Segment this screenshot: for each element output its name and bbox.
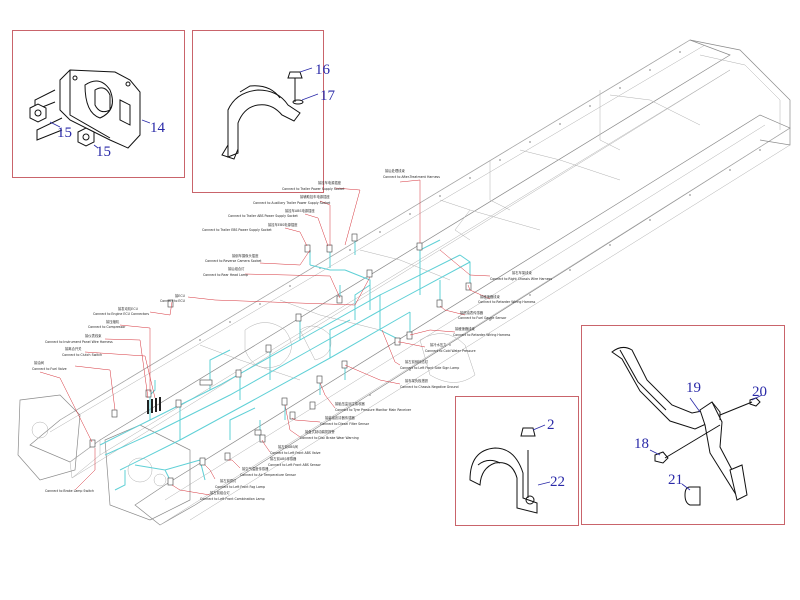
label-cn-10: 接离合开关 xyxy=(65,346,82,351)
ecu-connector-bundle xyxy=(147,397,161,414)
detail-box-clamp-2-22 xyxy=(455,396,579,526)
label-en-11: Connect to Fuel Valve xyxy=(32,367,67,371)
label-en-18: Connect to Cold Water Pressure xyxy=(425,349,476,353)
detail-box-pipe-bracket xyxy=(581,325,785,525)
label-cn-24: 接左前ABS阀 xyxy=(278,444,298,449)
nut-15b xyxy=(77,127,99,149)
label-cn-14: 接右车架线束 xyxy=(512,270,532,275)
label-en-13: Connect to After-Treatment Harness xyxy=(383,175,440,179)
label-en-26: Connect to Air Temperature Sensor xyxy=(240,473,297,477)
label-en-10: Connect to Clutch Switch xyxy=(62,353,102,357)
callout-14: 14 xyxy=(150,120,166,136)
label-en-24: Connect to Left Front ABS Valve xyxy=(270,451,320,455)
callout-21: 21 xyxy=(668,472,683,488)
callout-22: 22 xyxy=(550,474,565,490)
label-cn-8: 接压缩机 xyxy=(106,319,120,324)
callout-18: 18 xyxy=(634,436,649,452)
label-en-9: Connect to Instrument Panel Wire Harness xyxy=(45,340,113,344)
label-cn-2: 接挂车ABS电源插座 xyxy=(285,208,315,213)
label-en-6: Connect to ECU xyxy=(160,299,186,303)
callout-16: 16 xyxy=(315,62,331,78)
label-en-15: Connect to Retarder Wiring Harness xyxy=(478,300,536,304)
label-cn-18: 接冷水压力 xyxy=(430,342,446,347)
nut-15a xyxy=(29,103,61,128)
label-en-2: Connect to Trailer ABS Power Supply Sock… xyxy=(228,214,298,218)
label-en-16: Connect to Fuel Gauge Sensor xyxy=(458,316,507,320)
label-en-5: Connect to Rear Head Lamp xyxy=(203,273,248,277)
label-en-25: Connect to Left Front ABS Sensor xyxy=(268,463,321,467)
connector-labels: 接挂车电源插座 Connect to Trailer Power Supply … xyxy=(32,168,552,501)
label-cn-17: 接缓速器线束 xyxy=(455,326,475,331)
leader-lines xyxy=(39,179,491,496)
label-cn-23: 接盘式制动磨损报警 xyxy=(305,429,335,434)
label-cn-1: 接辅助挂车电源插座 xyxy=(300,194,330,199)
detail-bracket-14 xyxy=(34,69,151,149)
label-cn-0: 接挂车电源插座 xyxy=(318,180,342,185)
callout-15b: 15 xyxy=(96,144,111,160)
label-en-12: Connect to Brake Lamp Switch xyxy=(45,489,94,493)
label-cn-7: 接发动机ECU xyxy=(118,306,139,311)
label-cn-21: 接胎压监测主接收器 xyxy=(335,401,365,406)
label-en-7: Connect to Engine ECU Connectors xyxy=(93,312,149,316)
label-en-21: Connect to Tyre Pressure Monitor Main Re… xyxy=(335,408,412,412)
label-en-17: Connect to Retarder Wiring Harness xyxy=(453,333,511,337)
label-cn-13: 接后处理线束 xyxy=(385,168,405,173)
detail-box-clamp-16-17 xyxy=(192,30,324,193)
connectors xyxy=(89,233,472,486)
label-cn-9: 接仪表线束 xyxy=(85,333,102,338)
detail-box-bracket xyxy=(12,30,185,178)
callout-20: 20 xyxy=(752,384,767,400)
label-cn-26: 接空气温度传感器 xyxy=(242,466,269,471)
label-cn-6: 接ECU xyxy=(175,293,186,298)
label-cn-27: 接左前雾灯 xyxy=(220,478,237,483)
callout-19: 19 xyxy=(686,380,701,396)
label-cn-16: 接燃油表传感器 xyxy=(460,310,484,315)
callout-2: 2 xyxy=(547,417,555,433)
callout-15a: 15 xyxy=(57,125,72,141)
detail-pipe-bracket xyxy=(611,346,763,506)
label-en-19: Connect to Left Front Side Sign Lamp xyxy=(400,366,459,370)
label-cn-15: 接缓速器线束 xyxy=(480,294,500,299)
label-en-27: Connect to Left Front Fog Lamp xyxy=(215,485,265,489)
detail-clamp-2-22 xyxy=(469,424,551,514)
label-en-20: Connect to Chassis Negative Ground xyxy=(400,385,459,389)
label-cn-28: 接左前组合灯 xyxy=(210,490,230,495)
label-cn-11: 接油阀 xyxy=(34,360,44,365)
label-en-22: Connect to Diesel Filter Sensor xyxy=(320,422,370,426)
label-cn-19: 接左前侧标志灯 xyxy=(405,359,429,364)
label-cn-4: 接倒车摄像头插座 xyxy=(232,253,259,258)
label-en-28: Connect to Left Front Combination Lamp xyxy=(200,497,265,501)
label-cn-20: 接车架负极搭铁 xyxy=(405,378,429,383)
label-en-8: Connect to Compressor xyxy=(88,325,126,329)
label-cn-25: 接左前ABS传感器 xyxy=(270,456,297,461)
label-en-1: Connect to Auxiliary Trailer Power Suppl… xyxy=(253,201,331,205)
label-cn-22: 接柴油滤清器传感器 xyxy=(325,415,355,420)
label-cn-3: 接挂车EBS电源插座 xyxy=(268,222,298,227)
label-en-23: Connect to Disc Brake Wear Warning xyxy=(300,436,359,440)
label-en-14: Connect to Right Chassis Wire Harness xyxy=(490,277,552,281)
label-en-4: Connect to Reverse Camera Socket xyxy=(205,259,262,263)
detail-clamp-16-17 xyxy=(221,67,319,160)
label-en-3: Connect to Trailer EBS Power Supply Sock… xyxy=(202,228,272,232)
label-en-0: Connect to Trailer Power Supply Socket xyxy=(282,187,345,191)
label-cn-5: 接后组合灯 xyxy=(228,266,245,271)
callout-17: 17 xyxy=(320,88,336,104)
